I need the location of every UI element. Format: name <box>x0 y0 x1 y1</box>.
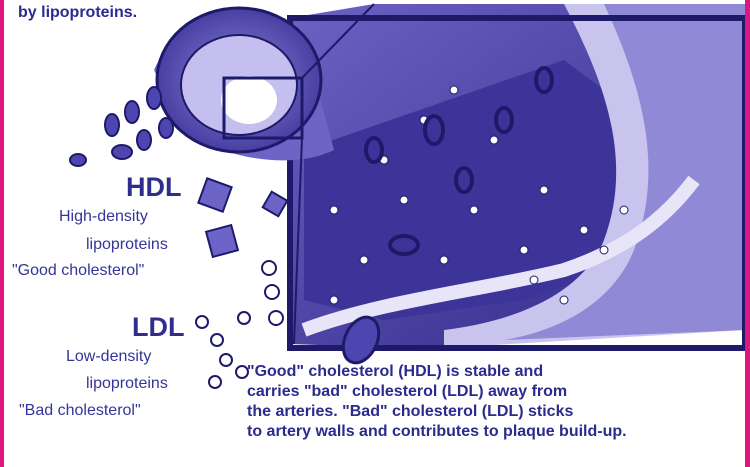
cell-cluster <box>70 87 173 166</box>
top-caption: by lipoproteins. <box>18 4 137 22</box>
caption-line3: the arteries. "Bad" cholesterol (LDL) st… <box>247 402 745 422</box>
ldl-label-line3: "Bad cholesterol" <box>19 402 141 420</box>
ldl-label-line2: lipoproteins <box>86 375 168 393</box>
diagram-frame: by lipoproteins. HDL High-density lipopr… <box>4 0 745 467</box>
ldl-label-line1: Low-density <box>66 348 151 366</box>
hdl-label-line2: lipoproteins <box>86 236 168 254</box>
hdl-title: HDL <box>126 172 182 203</box>
caption-line1: "Good" cholesterol (HDL) is stable and <box>247 362 745 382</box>
hdl-particles <box>198 178 287 257</box>
artery-cross-section <box>290 4 745 348</box>
hdl-label-line1: High-density <box>59 208 148 226</box>
caption-line2: carries "bad" cholesterol (LDL) away fro… <box>247 382 745 402</box>
explanation-caption: "Good" cholesterol (HDL) is stable and c… <box>247 362 745 442</box>
ldl-title: LDL <box>132 312 184 343</box>
caption-line4: to artery walls and contributes to plaqu… <box>247 422 745 442</box>
hdl-label-line3: "Good cholesterol" <box>12 262 144 280</box>
